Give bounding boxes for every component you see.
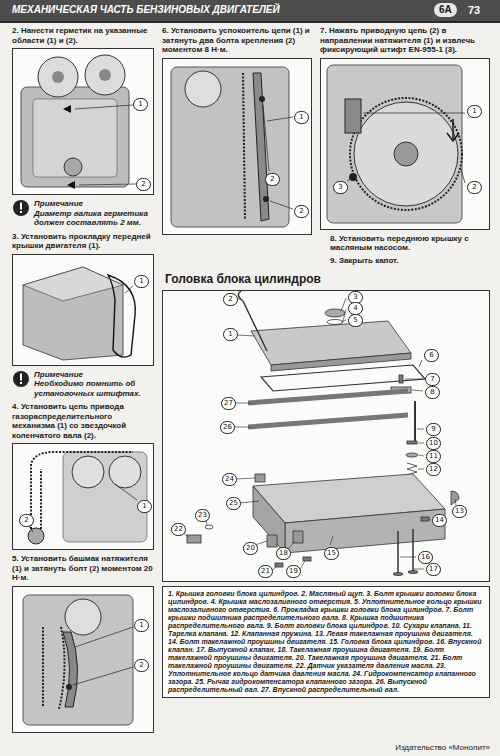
- badge-text: 6А: [439, 4, 452, 15]
- note-block: ПримечаниеДиаметр валика герметика долже…: [12, 199, 154, 228]
- callout-number: 2: [265, 173, 280, 186]
- callout-number: 19: [286, 565, 301, 578]
- note-text: ПримечаниеНеобходимо помнить об установо…: [34, 370, 154, 399]
- callout-number: 1: [467, 105, 482, 118]
- drive-chain-illustration: [321, 59, 489, 229]
- callout-number: 5: [348, 314, 363, 327]
- callout-number: 10: [426, 437, 441, 450]
- callout-number: 27: [221, 397, 236, 410]
- chain-damper-illustration: [163, 59, 311, 234]
- section-heading: Головка блока цилиндров: [165, 272, 490, 286]
- figure: 1: [12, 254, 154, 366]
- callout-number: 1: [133, 98, 148, 111]
- cylinder-head-illustration: [163, 291, 489, 581]
- step-text: 7. Нажать приводную цепь (2) в направлен…: [320, 26, 490, 55]
- note-block: ПримечаниеНеобходимо помнить об установо…: [12, 370, 154, 399]
- callout-number: 14: [432, 514, 447, 527]
- note-body: Диаметр валика герметика должен составля…: [34, 209, 154, 228]
- note-heading: Примечание: [34, 199, 154, 209]
- callout-number: 1: [134, 619, 149, 632]
- callout-number: 26: [220, 421, 235, 434]
- column: 2. Нанести герметик на указанные области…: [12, 26, 154, 737]
- callout-number: 20: [243, 542, 258, 555]
- note-text: ПримечаниеДиаметр валика герметика долже…: [34, 199, 154, 228]
- step-text: 6. Установить успокоитель цепи (1) и зат…: [162, 26, 312, 55]
- figure: 12: [12, 586, 154, 733]
- legend-text: 1. Крышка головки блока цилиндров. 2. Ма…: [168, 590, 484, 694]
- tensioner-shoe-illustration: [13, 587, 153, 732]
- callout-number: 24: [222, 473, 237, 486]
- figure: 12: [12, 48, 154, 195]
- callout-number: 2: [136, 178, 151, 191]
- callout-number: 6: [424, 349, 439, 362]
- page-number: 73: [468, 4, 480, 16]
- page-title: МЕХАНИЧЕСКАЯ ЧАСТЬ БЕНЗИНОВЫХ ДВИГАТЕЛЕЙ: [12, 4, 280, 15]
- chain-illustration: [13, 444, 153, 549]
- callout-number: 1: [137, 500, 152, 513]
- callout-number: 18: [276, 547, 291, 560]
- callout-number: 23: [195, 509, 210, 522]
- callout-number: 12: [426, 463, 441, 476]
- figure: 12: [12, 443, 154, 550]
- note-heading: Примечание: [34, 370, 154, 380]
- figure: 1 2 2: [162, 58, 312, 235]
- exploded-view: 2345167892726101112241314151617181920212…: [162, 290, 490, 582]
- callout-number: 2: [19, 514, 34, 527]
- warning-icon: [12, 199, 30, 217]
- note-body: Необходимо помнить об установочных штифт…: [34, 379, 154, 398]
- callout-number: 13: [452, 505, 467, 518]
- callout-number: 7: [425, 373, 440, 386]
- column: 6. Установить успокоитель цепи (1) и зат…: [162, 26, 312, 268]
- step-text: 3. Установить прокладку передней крышки …: [12, 232, 154, 251]
- callout-number: 2: [134, 659, 149, 672]
- callout-number: 17: [426, 563, 441, 576]
- header-band: МЕХАНИЧЕСКАЯ ЧАСТЬ БЕНЗИНОВЫХ ДВИГАТЕЛЕЙ…: [0, 0, 500, 23]
- columns-row: 6. Установить успокоитель цепи (1) и зат…: [162, 26, 490, 268]
- step-text: 5. Установить башмак натяжителя (1) и за…: [12, 554, 154, 583]
- callout-number: 9: [426, 423, 441, 436]
- legend-box: 1. Крышка головки блока цилиндров. 2. Ма…: [162, 586, 490, 698]
- callout-number: 15: [324, 547, 339, 560]
- callout-number: 21: [258, 565, 273, 578]
- callout-number: 22: [171, 523, 186, 536]
- callout-number: 11: [426, 450, 441, 463]
- step-text: 8. Установить переднюю крышку с масляным…: [330, 234, 490, 253]
- callout-number: 1: [134, 275, 149, 288]
- callout-number: 2: [467, 181, 482, 194]
- callout-number: 1: [294, 111, 309, 124]
- section-badge: 6А: [434, 3, 457, 17]
- callout-number: 3: [333, 181, 348, 194]
- engine-front-illustration: [13, 49, 153, 194]
- callout-number: 8: [425, 386, 440, 399]
- step-text: 4. Установить цепь привода газораспредел…: [12, 402, 154, 440]
- callout-number: 1: [223, 328, 238, 341]
- step-text: 2. Нанести герметик на указанные области…: [12, 26, 154, 45]
- gasket-illustration: [13, 255, 153, 365]
- column: 7. Нажать приводную цепь (2) в направлен…: [320, 26, 490, 268]
- callout-number: 2: [223, 293, 238, 306]
- publisher: Издательство «Монолит»: [395, 743, 490, 752]
- warning-icon: [12, 370, 30, 388]
- right-area: 6. Установить успокоитель цепи (1) и зат…: [162, 26, 490, 698]
- figure: 1 2 3: [320, 58, 490, 230]
- callout-number: 2: [294, 205, 309, 218]
- callout-number: 25: [226, 497, 241, 510]
- step-text: 9. Закрыть капот.: [330, 256, 490, 266]
